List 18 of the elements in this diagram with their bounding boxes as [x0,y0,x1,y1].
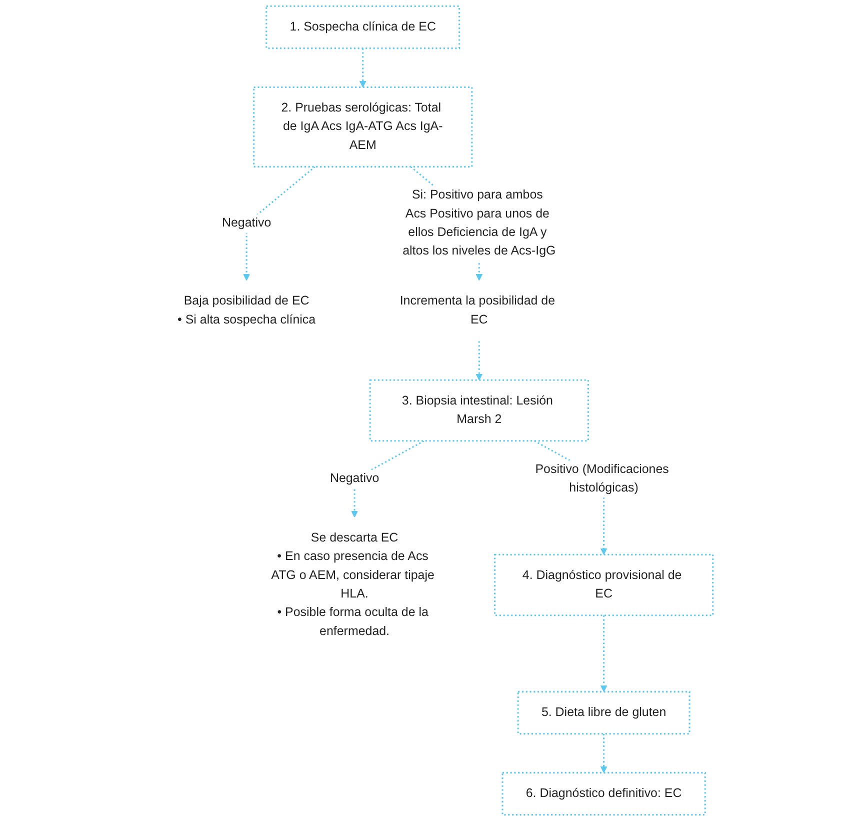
node-text: Baja posibilidad de EC • Si alta sospecha clínica [178,294,316,326]
arrow [359,48,366,88]
node-box: 6. Diagnóstico definitivo: EC [502,772,706,816]
node-box: 2. Pruebas serológicas: Total de IgA Acs IgA-ATG Acs IgA-AEM [253,86,473,168]
node-box: 1. Sospecha clínica de EC [266,5,460,50]
edge-label: Negativo [330,472,380,486]
node-box: 4. Diagnóstico provisional de EC [494,554,714,616]
node-text: Incrementa la posibilidad de EC [400,294,556,326]
edge-label: Negativo [222,216,272,230]
edge-label: Si: Positivo para ambos Acs Positivo para unos de ellos Deficiencia de IgA y altos los niveles de Acs-IgG [402,188,556,258]
arrow [600,734,608,774]
node-box: 3. Biopsia intestinal: Lesión Marsh 2 [369,379,589,442]
arrow [476,341,483,380]
arrow [600,615,608,692]
node-box: 5. Dieta libre de gluten [517,690,690,735]
arrow [243,166,316,281]
node-text: Se descarta EC • En caso presencia de Acs ATG o AEM, considerar tipaje HLA. • Posible forma oculta de la enfermedad. [271,531,434,638]
edge-label: Positivo (Modificaciones histológicas) [535,462,669,495]
